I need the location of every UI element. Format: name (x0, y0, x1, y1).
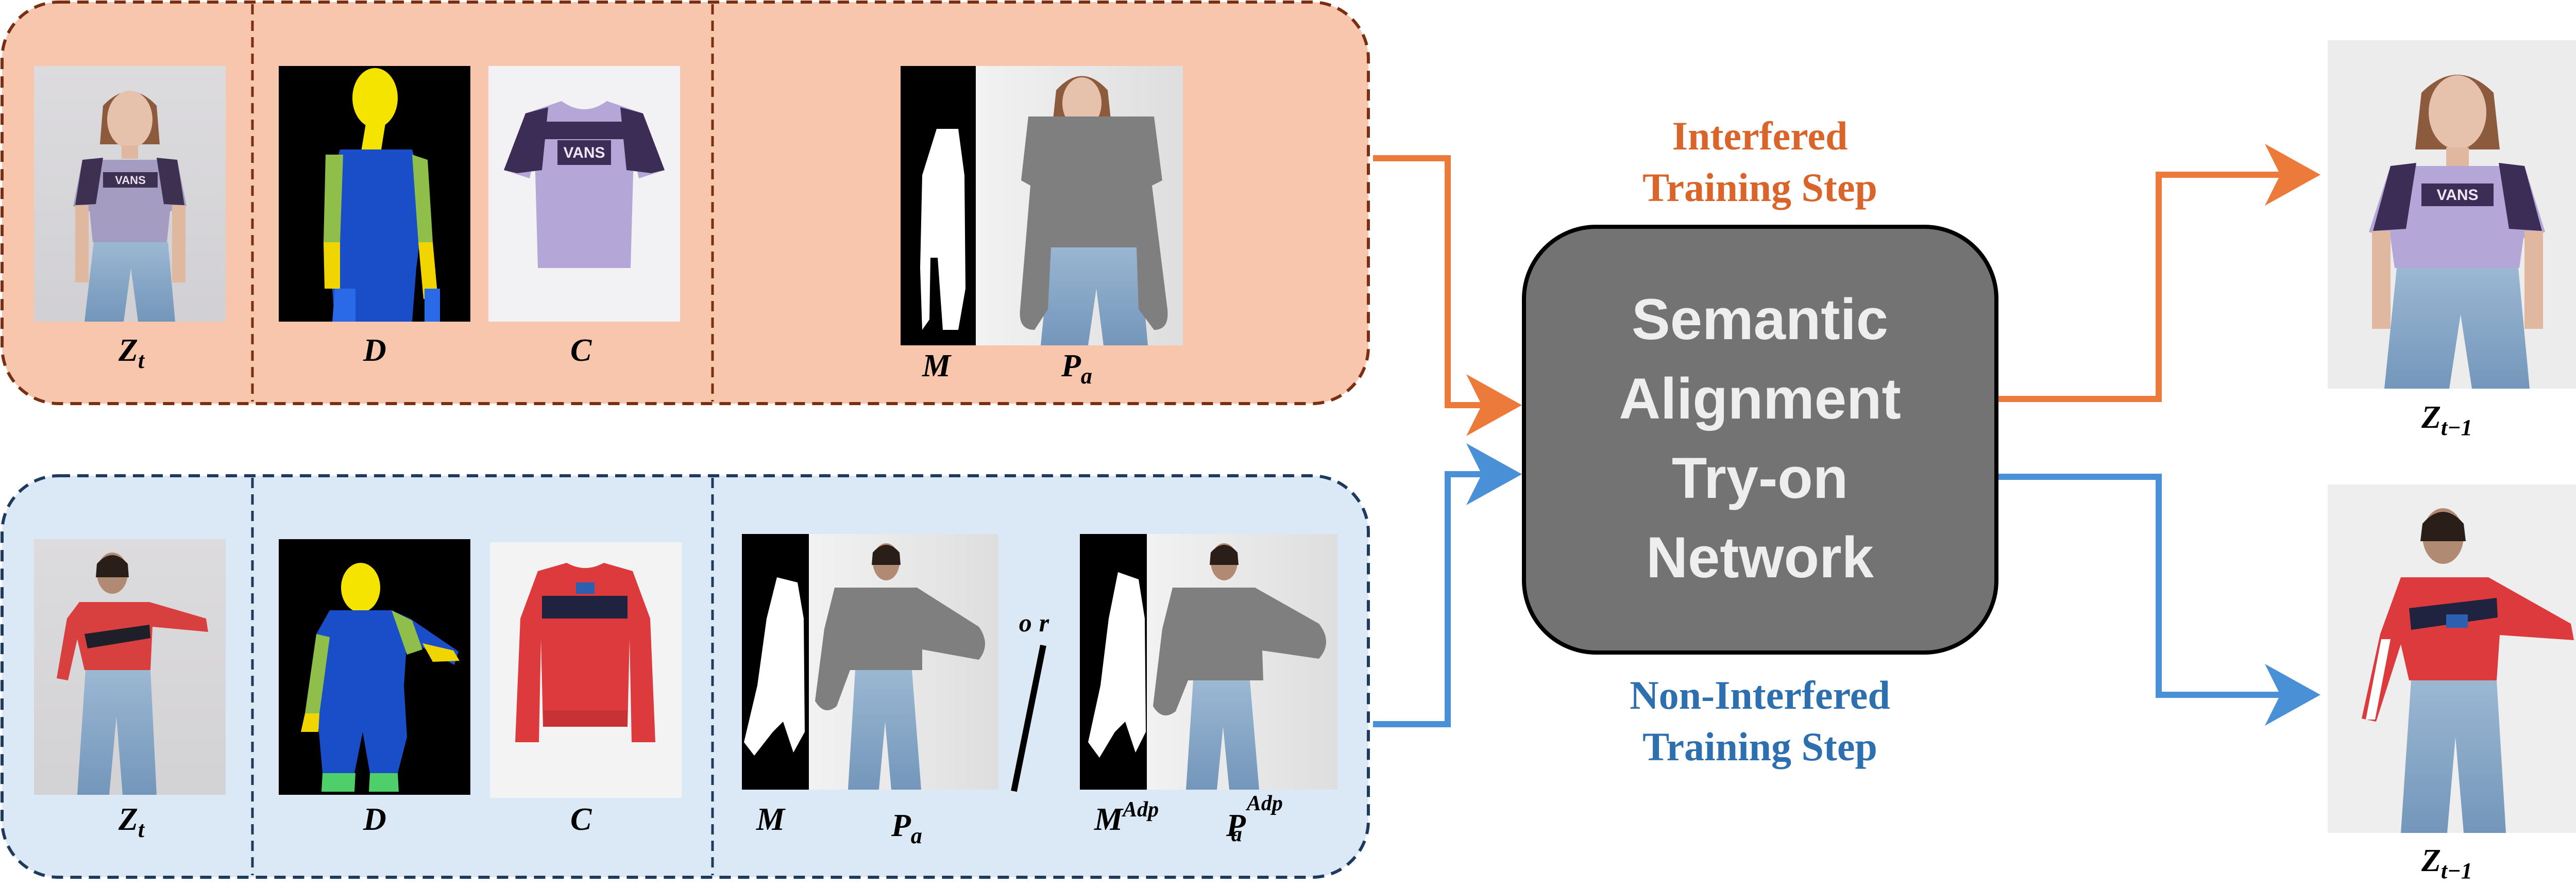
interfered-input-panel: VANS VANS (1, 1, 1370, 405)
output-arrows (1996, 144, 2320, 726)
top-output-image: VANS (2328, 40, 2576, 389)
bottom-adapted-mask-image (1080, 534, 1147, 790)
top-output-arrow (1996, 144, 2320, 402)
bottom-mask-image (742, 534, 809, 790)
top-noisy-person-image: VANS (34, 66, 226, 322)
bottom-label-zt: Zt (118, 802, 145, 842)
non-interfered-label-line-1: Non-Interfered (1630, 673, 1890, 717)
top-vans-logo-small: VANS (115, 174, 146, 187)
input-arrows (1373, 155, 1522, 727)
top-input-arrow (1373, 155, 1522, 436)
bottom-output-label: Zt−1 (2421, 843, 2472, 883)
top-label-pa: Pa (1061, 348, 1092, 389)
network-line-2: Alignment (1619, 366, 1901, 431)
bottom-label-d: D (363, 802, 386, 837)
or-text: or (1019, 608, 1056, 637)
bottom-adapted-agnostic-image (1147, 534, 1337, 790)
non-interfered-label-line-2: Training Step (1642, 724, 1877, 769)
bottom-input-arrow (1373, 443, 1522, 727)
network-line-4: Network (1646, 525, 1874, 590)
interfered-label-line-2: Training Step (1642, 165, 1877, 210)
top-label-c: C (570, 333, 592, 368)
network-line-1: Semantic (1632, 287, 1888, 352)
bottom-garment-image (490, 542, 682, 798)
network-line-3: Try-on (1672, 446, 1848, 510)
top-agnostic-image (976, 66, 1183, 345)
bottom-densepose-image (279, 539, 470, 795)
or-separator: or (1011, 608, 1056, 792)
bottom-agnostic-image (809, 534, 998, 790)
non-interfered-input-panel: or (1, 474, 1370, 879)
top-label-d: D (363, 333, 386, 368)
network-box (1522, 225, 1998, 655)
try-on-network-block: Semantic Alignment Try-on Network (1522, 225, 1998, 655)
bottom-label-c: C (570, 802, 592, 837)
bottom-output-image (2328, 485, 2576, 833)
top-output-label: Zt−1 (2421, 400, 2472, 440)
output-labels: Zt−1 Zt−1 (2421, 400, 2472, 883)
or-slash-line (1011, 644, 1046, 792)
bottom-output-arrow (1996, 474, 2320, 726)
interfered-label-line-1: Interfered (1672, 113, 1848, 158)
top-label-m: M (922, 348, 952, 383)
bottom-label-madp: MAdp (1094, 798, 1159, 837)
top-densepose-image (279, 66, 470, 322)
bottom-label-m: M (756, 802, 786, 837)
output-vans-logo: VANS (2436, 187, 2478, 204)
garment-vans-logo: VANS (563, 144, 605, 161)
top-mask-image (901, 66, 976, 345)
top-garment-image: VANS (488, 66, 680, 322)
top-label-zt: Zt (118, 333, 145, 373)
step-labels: Interfered Training Step Non-Interfered … (1630, 113, 1890, 769)
bottom-label-pa: Pa (891, 808, 922, 848)
bottom-noisy-person-image (34, 539, 226, 795)
